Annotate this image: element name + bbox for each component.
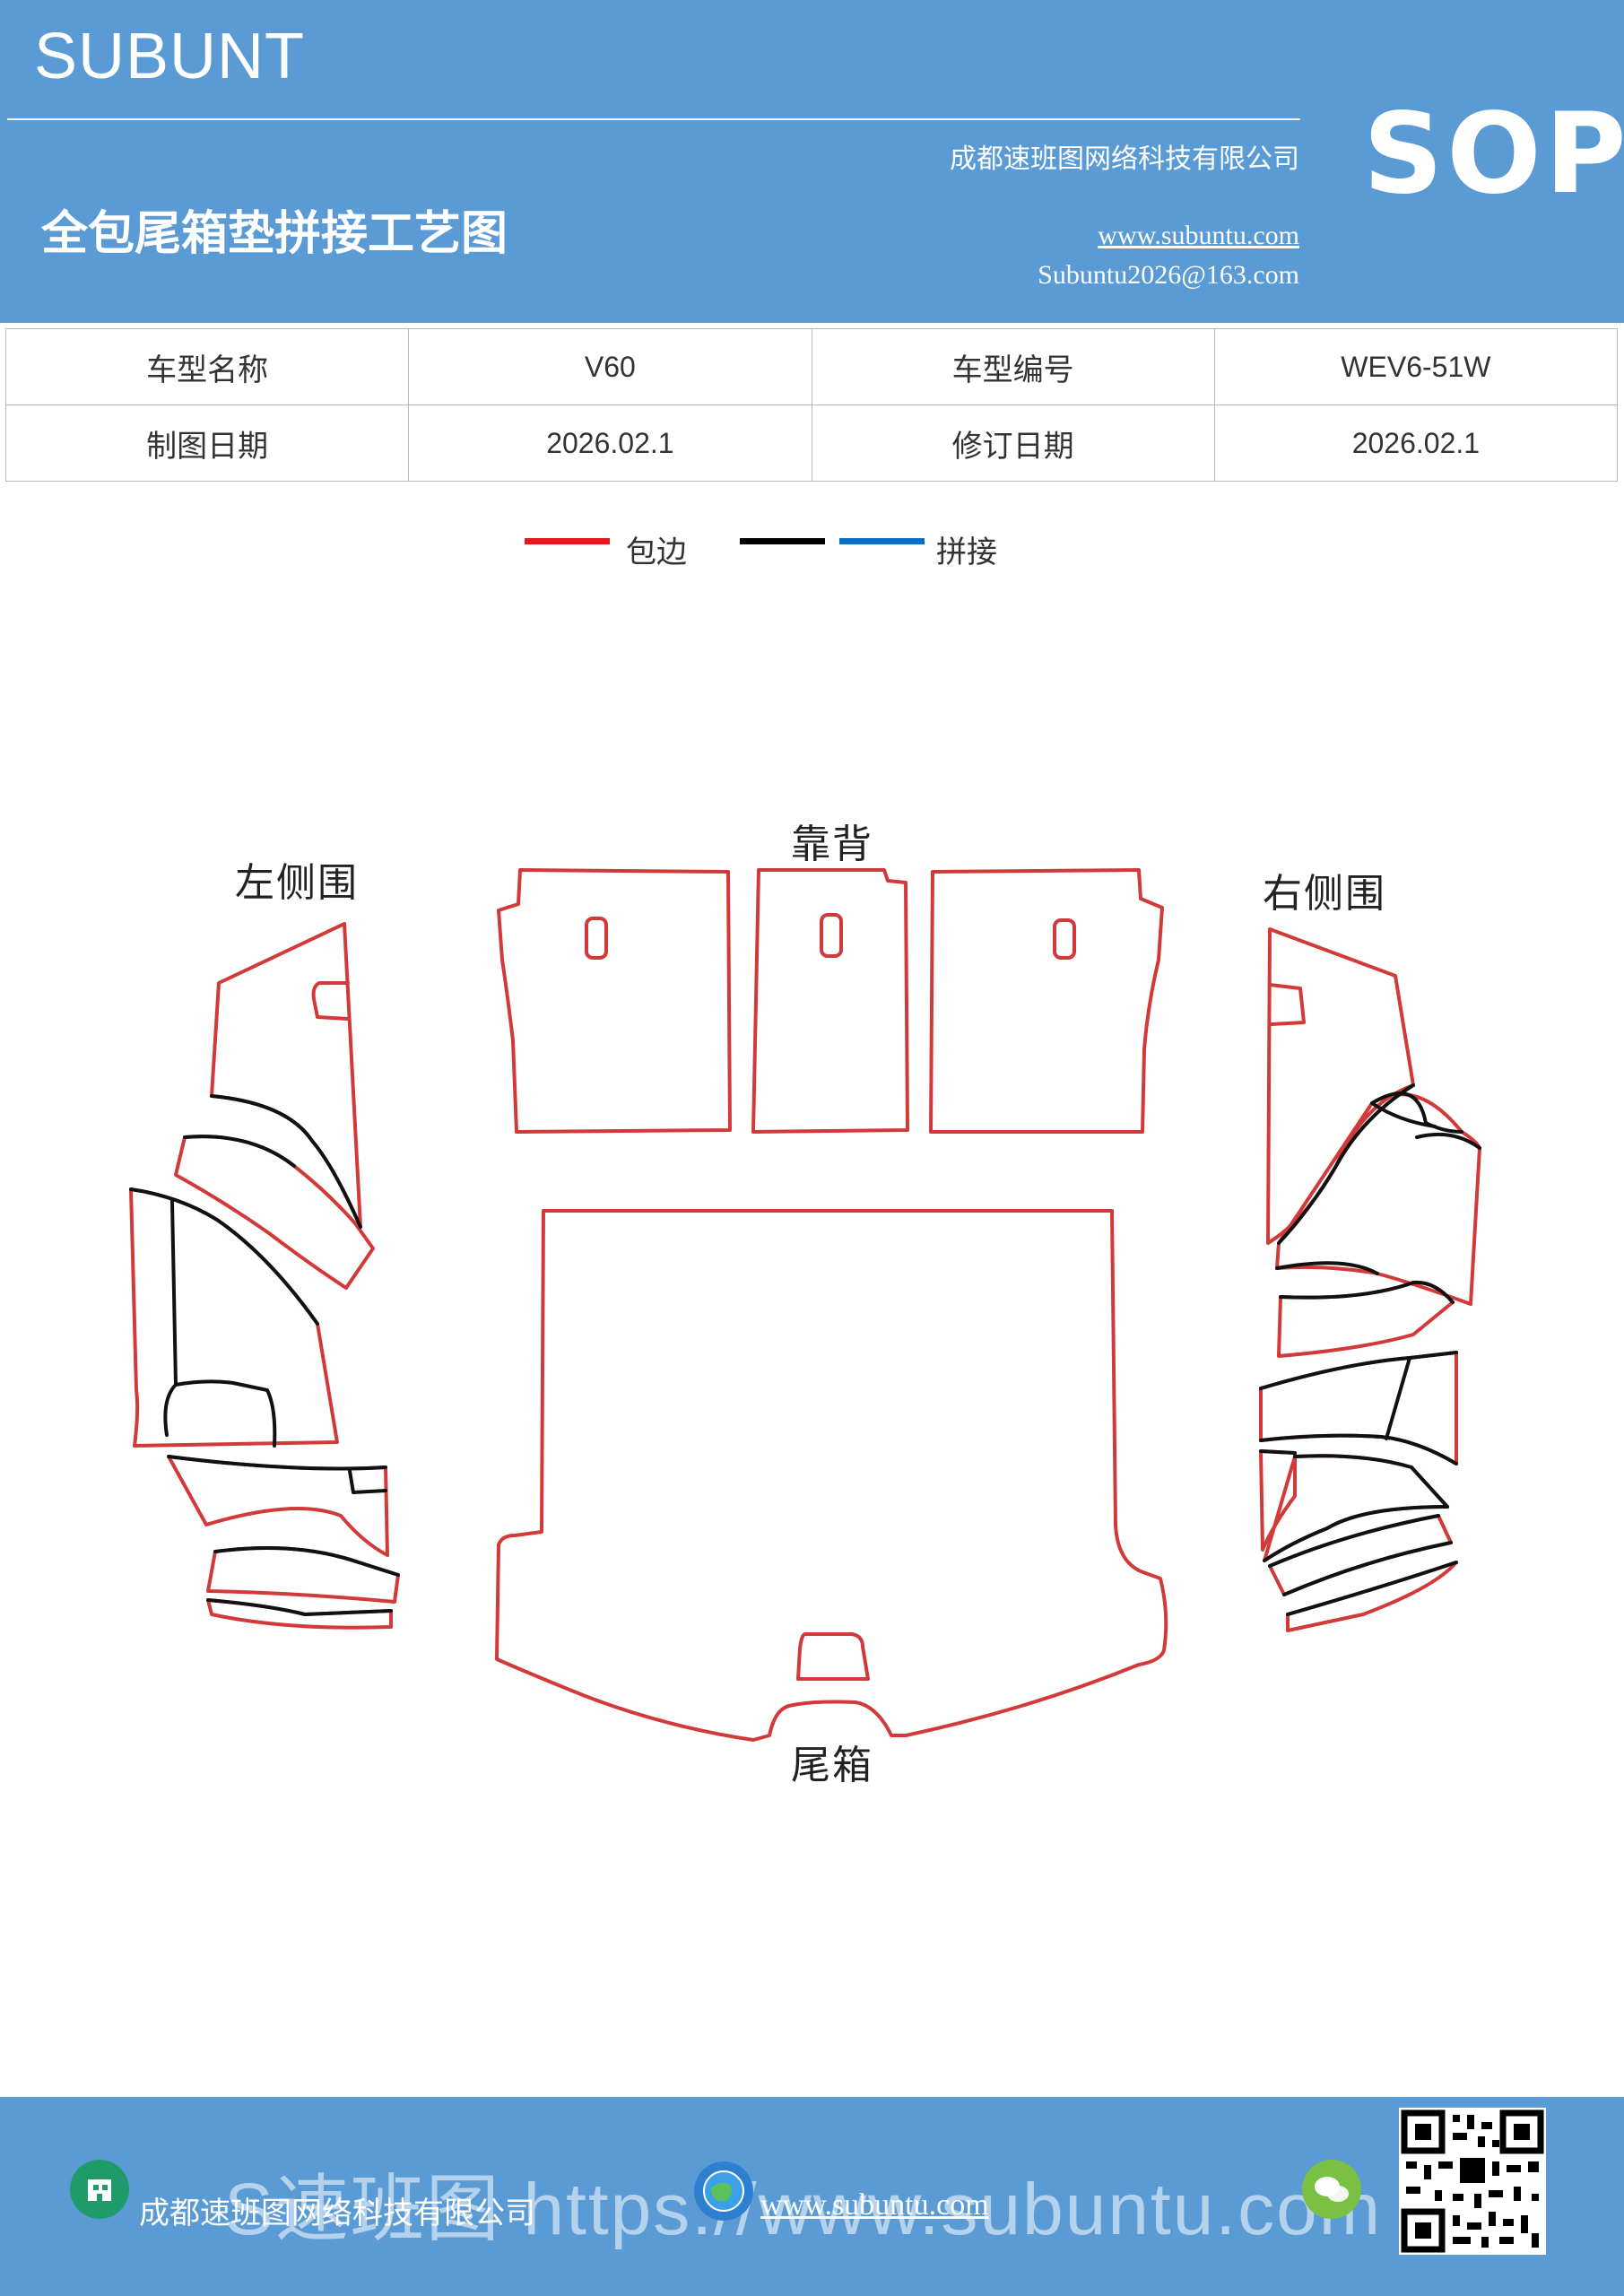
trunk-floor-panel xyxy=(495,1209,1168,1742)
left-strip-1 xyxy=(167,1455,389,1557)
legend-label-edge: 包边 xyxy=(626,535,687,570)
right-strip-6 xyxy=(1286,1561,1458,1632)
left-side-panels xyxy=(129,922,400,1630)
label-left-side: 左侧围 xyxy=(235,860,359,906)
right-side-panels xyxy=(1259,927,1481,1632)
header-company: 成都速班图网络科技有限公司 xyxy=(950,144,1299,175)
globe-icon xyxy=(694,2161,753,2221)
line-legend: 包边 拼接 xyxy=(0,527,1624,581)
document-title: 全包尾箱垫拼接工艺图 xyxy=(41,207,508,261)
page-header: SUBUNT 成都速班图网络科技有限公司 全包尾箱垫拼接工艺图 www.subu… xyxy=(0,0,1624,323)
legend-label-seam: 拼接 xyxy=(936,535,997,570)
value-draw-date: 2026.02.1 xyxy=(408,404,812,482)
label-right-side: 右侧围 xyxy=(1263,871,1386,917)
qr-code xyxy=(1399,2108,1546,2255)
label-draw-date: 制图日期 xyxy=(4,404,410,482)
backrest-left-panel xyxy=(497,868,732,1134)
label-model-code: 车型编号 xyxy=(811,328,1215,405)
backrest-center-slot xyxy=(820,913,843,958)
label-trunk: 尾箱 xyxy=(791,1743,873,1788)
value-model-code: WEV6-51W xyxy=(1213,328,1619,405)
brand-logo-text: SUBUNT xyxy=(34,21,306,92)
left-upper-notch xyxy=(311,981,350,1021)
legend-swatch-seam xyxy=(839,538,925,544)
label-revision-date: 修订日期 xyxy=(811,404,1215,482)
trunk-outline xyxy=(495,1209,1168,1742)
left-lower-panel xyxy=(129,1187,339,1448)
value-model-name: V60 xyxy=(408,328,812,405)
building-icon xyxy=(70,2160,129,2219)
right-mid-panel xyxy=(1275,1092,1481,1306)
sop-badge: SOP xyxy=(1363,90,1624,219)
header-website-link[interactable]: www.subuntu.com xyxy=(1098,221,1299,250)
header-divider xyxy=(7,118,1300,120)
legend-swatch-edge xyxy=(525,538,610,544)
legend-swatch-black xyxy=(740,538,825,544)
footer-company: 成都速班图网络科技有限公司 xyxy=(139,2196,535,2231)
vehicle-info-table: 车型名称 V60 车型编号 WEV6-51W 制图日期 2026.02.1 修订… xyxy=(4,328,1619,482)
trunk-handle-cutout xyxy=(796,1632,870,1681)
right-strip-3 xyxy=(1259,1449,1297,1552)
backrest-right-slot xyxy=(1053,918,1076,960)
label-model-name: 车型名称 xyxy=(4,328,410,405)
footer-website-link[interactable]: www.subuntu.com xyxy=(760,2188,989,2222)
left-strip-2 xyxy=(206,1546,400,1604)
label-backrest: 靠背 xyxy=(791,822,873,867)
value-revision-date: 2026.02.1 xyxy=(1213,404,1619,482)
table-row: 制图日期 2026.02.1 修订日期 2026.02.1 xyxy=(4,404,1619,482)
backrest-left-slot xyxy=(585,917,608,960)
header-email: Subuntu2026@163.com xyxy=(1038,260,1299,290)
page-footer: S速班图 https://www.subuntu.com 成都速班图网络科技有限… xyxy=(0,2097,1624,2296)
backrest-center-panel xyxy=(751,868,909,1134)
footer-watermark: S速班图 https://www.subuntu.com xyxy=(224,2169,1383,2250)
backrest-right-panel xyxy=(929,868,1164,1134)
backrest-panels xyxy=(497,868,1164,1134)
wechat-icon xyxy=(1302,2160,1361,2219)
table-row: 车型名称 V60 车型编号 WEV6-51W xyxy=(4,328,1619,405)
right-upper-panel xyxy=(1266,927,1415,1245)
